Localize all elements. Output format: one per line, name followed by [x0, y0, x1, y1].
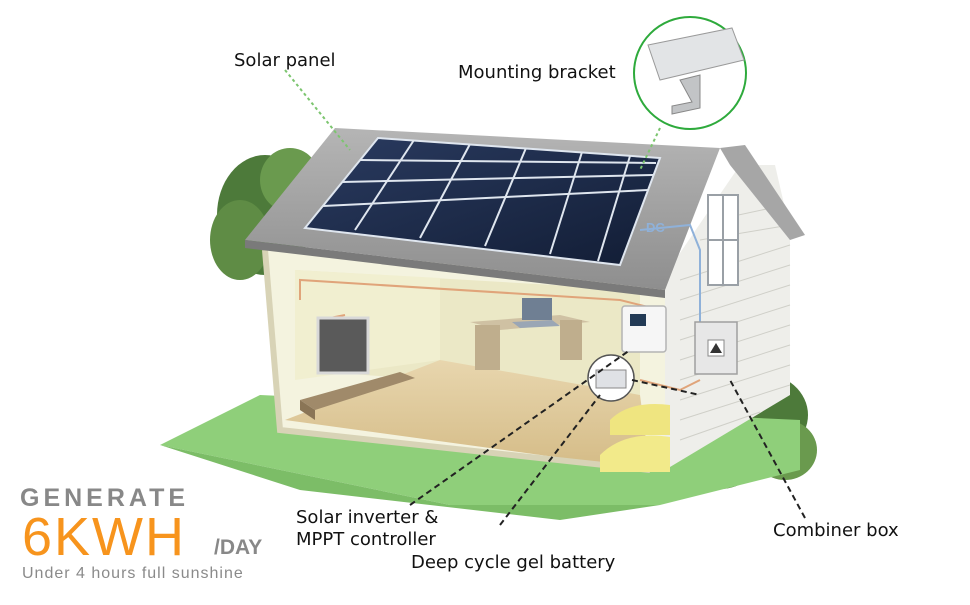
tv-stand: [300, 372, 415, 420]
leader-lines: [284, 69, 806, 526]
bracket-callout: [633, 16, 747, 130]
laptop: [512, 298, 560, 328]
mounting-bracket-label: Mounting bracket: [458, 62, 616, 83]
dc-label: DC: [646, 220, 665, 235]
battery-label: Deep cycle gel battery: [411, 552, 616, 573]
promo-generate: GENERATE: [20, 484, 190, 512]
inverter-label-line2: MPPT controller: [296, 529, 436, 550]
generation-promo: GENERATE 6KWH /DAY Under 4 hours full su…: [20, 482, 320, 592]
combiner-box-label: Combiner box: [773, 520, 899, 541]
tv: [316, 316, 370, 375]
sofa: [600, 404, 670, 472]
solar-panel-label: Solar panel: [234, 50, 336, 71]
inverter-label: Solar inverter & MPPT controller: [296, 507, 438, 551]
window: [707, 194, 739, 286]
battery-callout: [587, 354, 635, 402]
promo-sunshine: Under 4 hours full sunshine: [22, 565, 244, 582]
solar-array: [303, 136, 662, 267]
inverter-unit: [621, 305, 667, 353]
wiring: [299, 223, 701, 392]
combiner-box-unit: [694, 321, 738, 375]
promo-amount: 6KWH: [22, 507, 187, 567]
tree-left: [210, 148, 320, 280]
promo-per-day: /DAY: [214, 536, 263, 559]
inverter-label-line1: Solar inverter &: [296, 507, 439, 528]
